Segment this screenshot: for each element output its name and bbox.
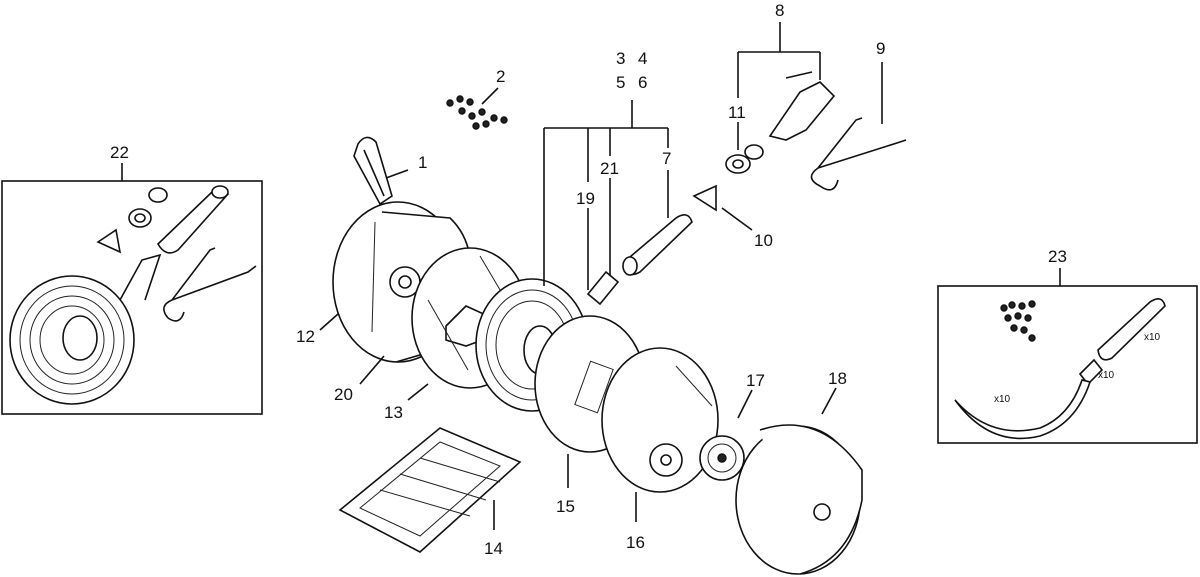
callout-14: 14 [484, 539, 503, 558]
part-7-handle [622, 214, 693, 276]
callout-10: 10 [754, 231, 773, 250]
callout-21: 21 [600, 159, 619, 178]
part-2-beads [446, 95, 508, 130]
inset-box-23: x10 x10 x10 [937, 268, 1198, 444]
callout-2: 2 [496, 67, 505, 86]
callout-5: 5 [616, 73, 625, 92]
callout-4: 4 [638, 49, 647, 68]
part-9-wire-clip [810, 117, 907, 191]
part-18-cover [735, 424, 863, 575]
callout-8: 8 [775, 1, 784, 20]
callout-6: 6 [638, 73, 647, 92]
callout-13: 13 [384, 403, 403, 422]
callout-3: 3 [616, 49, 625, 68]
triangle-ring-inset [96, 228, 122, 254]
swivel-inset [128, 187, 168, 228]
callout-7: 7 [662, 149, 671, 168]
part-14-label-sheet [338, 427, 522, 553]
inset-box-22 [1, 163, 263, 415]
hook-qty-label: x10 [994, 394, 1011, 405]
part-16-gear-plate [601, 347, 719, 493]
callout-labels: 1 2 3 4 5 6 7 8 9 10 11 12 13 14 15 16 1… [110, 1, 1067, 558]
callout-23: 23 [1048, 247, 1067, 266]
part-11-swivel [725, 144, 764, 174]
callout-15: 15 [556, 497, 575, 516]
callout-1: 1 [418, 153, 427, 172]
callout-9: 9 [876, 39, 885, 58]
float-inset [1097, 298, 1166, 361]
handle-inset [156, 185, 229, 254]
callout-12: 12 [296, 327, 315, 346]
part-17-gear [699, 435, 745, 481]
callout-19: 19 [576, 189, 595, 208]
wire-clip-inset [163, 247, 257, 322]
coil-assembly-inset [9, 253, 162, 405]
leader-lines [319, 22, 883, 530]
part-8-lure-clip [768, 71, 836, 141]
callout-17: 17 [746, 371, 765, 390]
part-10-triangle-ring [692, 184, 717, 212]
callout-22: 22 [110, 143, 129, 162]
callout-18: 18 [828, 369, 847, 388]
beads-inset [1000, 300, 1036, 342]
hook-inset [954, 379, 1092, 440]
leader-qty-label: x10 [1098, 370, 1115, 381]
callout-11: 11 [728, 103, 746, 122]
float-qty-label: x10 [1144, 332, 1161, 343]
callout-16: 16 [626, 533, 645, 552]
callout-20: 20 [334, 385, 353, 404]
part-21-leader-tab [586, 270, 620, 306]
